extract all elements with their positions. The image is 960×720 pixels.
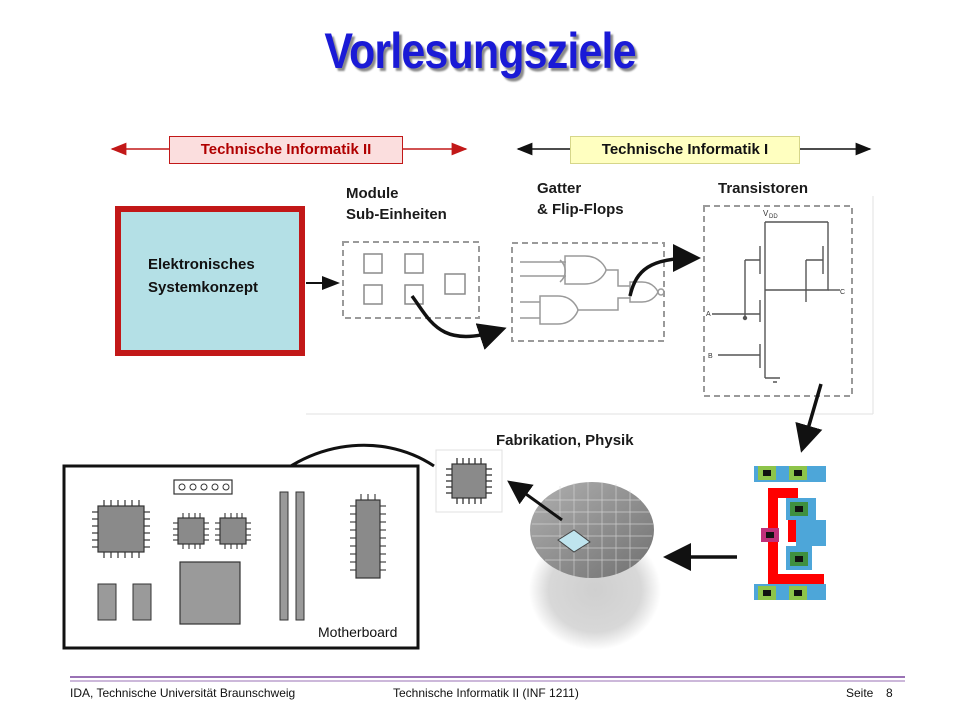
transistor-diagram — [703, 205, 853, 397]
pin-vdd: V — [763, 209, 769, 218]
gates-to-transistors-arrow — [628, 244, 701, 297]
motherboard-image — [62, 464, 420, 650]
system-to-modules-arrow — [306, 276, 340, 290]
footer-course: Technische Informatik II (INF 1211) — [393, 686, 579, 700]
gates-label: Gatter & Flip-Flops — [537, 178, 624, 220]
transistors-label: Transistoren — [718, 180, 809, 197]
pin-a: A — [706, 311, 711, 318]
footer-page-number: 8 — [886, 686, 893, 700]
system-concept-line-1: Elektronisches — [148, 256, 255, 273]
scope-ti2-label: Technische Informatik II — [169, 136, 403, 164]
gates-line-1: Gatter — [537, 180, 582, 197]
cell-layout — [754, 466, 826, 600]
modules-label: Module Sub-Einheiten — [346, 183, 447, 225]
modules-to-gates-arrow — [410, 294, 507, 350]
motherboard-label: Motherboard — [318, 624, 397, 640]
modules-line-2: Sub-Einheiten — [346, 206, 447, 223]
pin-vdd-sub: DD — [769, 214, 778, 220]
wafer-to-chip-arrow — [507, 480, 563, 522]
transistors-to-layout-arrow — [795, 383, 823, 453]
single-chip-image — [435, 449, 503, 513]
gates-diagram — [511, 242, 665, 342]
modules-line-1: Module — [346, 185, 399, 202]
footer-institution: IDA, Technische Universität Braunschweig — [70, 686, 296, 700]
modules-diagram — [342, 241, 480, 319]
scope-ti1-label: Technische Informatik I — [570, 136, 800, 164]
pin-c: C — [840, 289, 845, 296]
system-concept-line-2: Systemkonzept — [148, 279, 259, 296]
pin-b: B — [708, 353, 713, 360]
slide-title: Vorlesungsziele — [324, 23, 636, 79]
fabrication-label: Fabrikation, Physik — [496, 432, 634, 449]
gates-line-2: & Flip-Flops — [537, 201, 624, 218]
footer-page-label: Seite — [846, 686, 874, 700]
wafer-image — [529, 482, 661, 650]
